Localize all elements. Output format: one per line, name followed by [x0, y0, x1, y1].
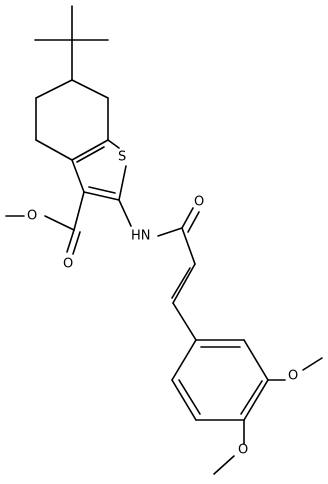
- atom-labels: S HN O O O O O: [27, 150, 298, 458]
- cyclohexene-ring: [35, 79, 109, 161]
- acrylamide-linker: [118, 199, 200, 341]
- methyl-ester-group: [5, 191, 85, 255]
- tert-butyl-group: [34, 5, 109, 81]
- dimethoxyphenyl-ring: [171, 339, 269, 421]
- amide-oxygen-label: O: [194, 195, 204, 210]
- thiophene-ring: [71, 139, 127, 201]
- aryl-methoxy-oxygen-1-label: O: [288, 369, 298, 384]
- sulfur-atom-label: S: [118, 150, 126, 165]
- ester-methoxy-oxygen-label: O: [27, 209, 37, 224]
- ester-carbonyl-oxygen-label: O: [63, 257, 73, 272]
- amide-nh-label: HN: [131, 229, 151, 244]
- aryl-methoxy-oxygen-2-label: O: [238, 443, 248, 458]
- aryl-methoxy-groups: [213, 357, 323, 475]
